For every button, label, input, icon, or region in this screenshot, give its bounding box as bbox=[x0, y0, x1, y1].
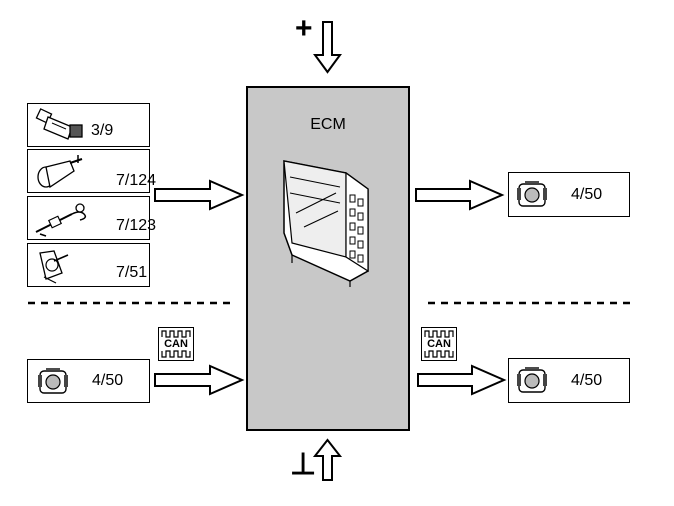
input-label-1: 3/9 bbox=[91, 122, 114, 139]
can-waveform-icon bbox=[161, 330, 191, 358]
ground-arrow bbox=[312, 438, 343, 481]
can-input-box: 4/50 bbox=[27, 359, 150, 403]
output-box-top: 4/50 bbox=[508, 172, 630, 217]
power-plus-symbol: + bbox=[295, 12, 313, 45]
ecm-label: ECM bbox=[310, 116, 346, 133]
ecm-module: ECM bbox=[246, 86, 410, 431]
power-in-arrow bbox=[313, 21, 342, 74]
can-badge-left-text: CAN bbox=[164, 338, 188, 350]
wiring-sensor-icon bbox=[35, 203, 87, 237]
control-module-icon bbox=[517, 181, 547, 207]
input-label-4: 7/51 bbox=[116, 264, 148, 281]
output-arrow-top bbox=[415, 179, 505, 211]
can-output-arrow bbox=[417, 364, 507, 396]
input-box-4: 7/51 bbox=[27, 243, 150, 287]
can-badge-right: CAN bbox=[421, 327, 457, 361]
can-input-label: 4/50 bbox=[92, 372, 124, 389]
output-top-label: 4/50 bbox=[571, 186, 603, 203]
ecm-unit-icon bbox=[283, 160, 369, 287]
input-label-2: 7/124 bbox=[116, 172, 157, 189]
sensor-input-arrow bbox=[154, 179, 245, 211]
switch-sensor-icon bbox=[35, 108, 83, 140]
input-box-1: 3/9 bbox=[27, 103, 150, 147]
pedal-sensor-icon bbox=[39, 250, 69, 284]
input-box-3: 7/123 bbox=[27, 196, 156, 240]
input-box-2: 7/124 bbox=[27, 149, 156, 193]
control-module-icon bbox=[38, 368, 68, 394]
control-module-icon bbox=[517, 367, 547, 393]
can-input-arrow bbox=[154, 364, 245, 396]
input-label-3: 7/123 bbox=[116, 217, 157, 234]
can-badge-left: CAN bbox=[158, 327, 194, 361]
can-output-label: 4/50 bbox=[571, 372, 603, 389]
can-waveform-icon bbox=[424, 330, 454, 358]
can-output-box: 4/50 bbox=[508, 358, 630, 403]
temperature-sensor-icon bbox=[37, 155, 83, 189]
ground-symbol: ⊥ bbox=[290, 448, 317, 481]
can-badge-right-text: CAN bbox=[427, 338, 451, 350]
